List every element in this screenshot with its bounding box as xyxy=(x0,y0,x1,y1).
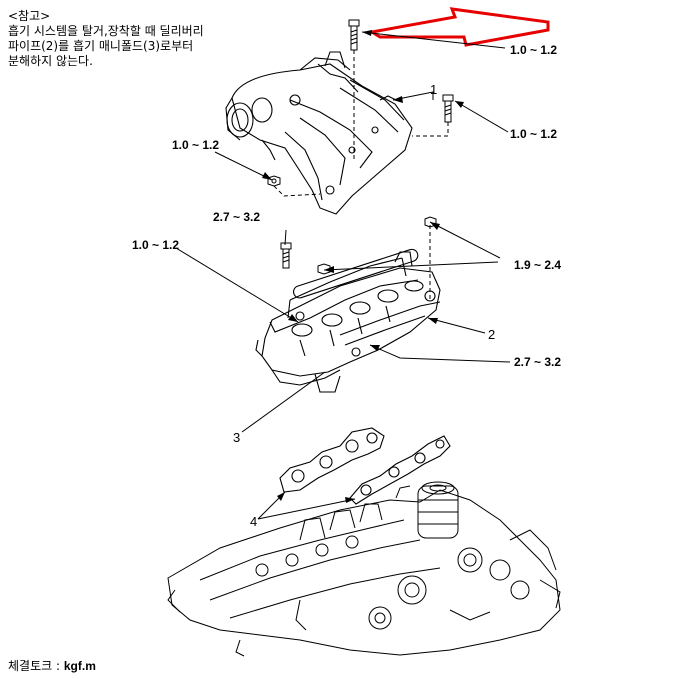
footer-label: 체결토크 : xyxy=(8,659,61,673)
footer-unit: kgf.m xyxy=(63,659,96,673)
note-line-1: 흡기 시스템을 탈거,장착할 때 딜리버리 xyxy=(8,24,204,38)
part-number-1: 1 xyxy=(430,82,438,97)
intake-manifold-upper xyxy=(225,51,413,215)
rail-nut-icon xyxy=(317,216,437,275)
manifold-gaskets xyxy=(279,427,451,505)
top-bolt-icon xyxy=(348,19,360,51)
left-nut-icon xyxy=(267,175,281,187)
torque-label-right-bolt: 1.0 ~ 1.2 xyxy=(510,127,558,141)
note-heading: <참고> xyxy=(8,9,51,23)
engine-assembly xyxy=(167,481,561,657)
torque-unit-footer: 체결토크 : kgf.m xyxy=(8,657,96,674)
torque-label-top-bolt: 1.0 ~ 1.2 xyxy=(510,43,558,57)
right-bolt-icon xyxy=(442,94,454,123)
torque-label-mid-bolt: 2.7 ~ 3.2 xyxy=(213,210,261,224)
mid-bolt-icon xyxy=(280,242,292,269)
delivery-pipe-and-lower-manifold xyxy=(255,248,441,393)
part-number-2: 2 xyxy=(488,327,496,342)
note-line-2: 파이프(2)를 흡기 매니폴드(3)로부터 xyxy=(8,39,194,53)
torque-label-rail-nuts: 1.9 ~ 2.4 xyxy=(514,258,562,272)
torque-label-left-nut: 1.0 ~ 1.2 xyxy=(172,138,220,152)
part-number-3: 3 xyxy=(233,430,241,445)
part-number-4: 4 xyxy=(250,514,258,529)
torque-label-rail-bolt: 2.7 ~ 3.2 xyxy=(514,355,562,369)
leader-arrowheads xyxy=(262,30,464,503)
red-arrow-icon xyxy=(367,7,550,47)
torque-label-left-bolt: 1.0 ~ 1.2 xyxy=(132,238,180,252)
alignment-lines xyxy=(273,50,449,300)
note-line-3: 분해하지 않는다. xyxy=(8,54,93,68)
reference-note: <참고> 흡기 시스템을 탈거,장착할 때 딜리버리 파이프(2)를 흡기 매니… xyxy=(8,9,204,69)
